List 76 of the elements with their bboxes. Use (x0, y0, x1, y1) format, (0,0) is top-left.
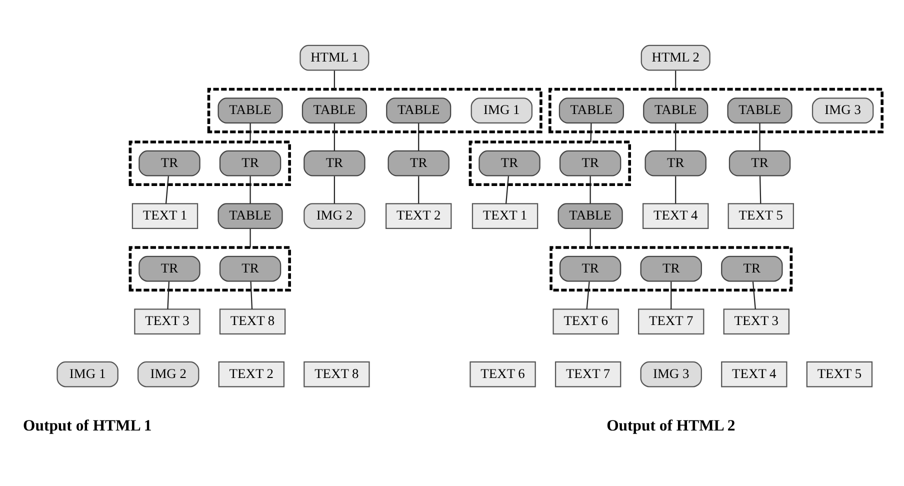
node-box: TEXT 5 (806, 361, 873, 388)
node-box: TEXT 6 (552, 308, 619, 334)
node-box: IMG 1 (470, 98, 533, 124)
node-box: IMG 2 (304, 203, 366, 229)
connector (675, 176, 676, 204)
cluster (207, 88, 542, 134)
connector (670, 282, 672, 310)
node-box: TR (138, 256, 200, 282)
node-box: TR (304, 150, 366, 176)
node-box: TR (219, 150, 282, 176)
cluster (128, 140, 291, 186)
connector (759, 123, 760, 151)
connector (590, 228, 591, 248)
connector (334, 123, 335, 151)
node-box: TEXT 8 (304, 361, 370, 388)
node-box: IMG 2 (138, 361, 200, 388)
node-box: TEXT 4 (642, 203, 709, 229)
cluster (468, 140, 631, 186)
node-box: TEXT 3 (134, 308, 200, 334)
node-box: TEXT 5 (728, 203, 794, 229)
node-box: IMG 3 (640, 361, 702, 388)
connector (675, 70, 676, 90)
connector (334, 176, 335, 204)
node-box: TR (721, 256, 783, 282)
node-box: IMG 1 (56, 361, 118, 388)
connector (418, 176, 420, 204)
cluster (550, 246, 793, 292)
label: Output of HTML 2 (606, 418, 736, 435)
node-box: TEXT 7 (638, 308, 704, 334)
connector (418, 123, 420, 151)
node-box: TEXT 4 (721, 361, 788, 388)
node-box: TABLE (643, 98, 708, 124)
node-box: TR (388, 150, 450, 176)
node-box: TR (478, 150, 540, 176)
node-box: TEXT 1 (132, 203, 198, 229)
label: Output of HTML 1 (23, 418, 152, 435)
connector (752, 282, 756, 310)
node-box: TABLE (558, 98, 624, 124)
node-box: TR (640, 256, 702, 282)
node-box: HTML 2 (640, 44, 710, 71)
node-box: TEXT 2 (386, 203, 452, 229)
node-box: TABLE (558, 203, 623, 229)
cluster (128, 246, 291, 292)
node-box: TEXT 3 (723, 308, 790, 334)
node-box: TR (138, 150, 200, 176)
node-box: TR (728, 150, 791, 176)
connector (250, 228, 251, 248)
node-box: TEXT 7 (554, 361, 622, 388)
connector (250, 123, 251, 142)
node-box: TEXT 1 (472, 203, 538, 229)
connector (334, 70, 335, 90)
node-box: TABLE (218, 98, 283, 124)
node-box: TABLE (218, 203, 283, 229)
connector (586, 282, 590, 310)
node-box: TR (559, 150, 622, 176)
connector (505, 176, 510, 204)
connector (250, 176, 251, 204)
node-box: TEXT 8 (219, 308, 286, 334)
connector (590, 123, 592, 142)
connector (165, 176, 169, 204)
node-box: TEXT 2 (218, 361, 284, 388)
connector (590, 176, 591, 204)
node-box: TABLE (386, 98, 452, 124)
node-box: TR (219, 256, 282, 282)
node-box: TABLE (302, 98, 367, 124)
connector (675, 123, 676, 151)
node-box: HTML 1 (300, 44, 370, 71)
cluster (548, 88, 884, 134)
connector (250, 282, 253, 310)
connector (759, 176, 762, 204)
node-box: IMG 3 (812, 98, 874, 124)
node-box: TR (559, 256, 622, 282)
node-box: TABLE (727, 98, 792, 124)
connector (167, 282, 170, 310)
node-box: TR (644, 150, 706, 176)
node-box: TEXT 6 (470, 361, 536, 388)
